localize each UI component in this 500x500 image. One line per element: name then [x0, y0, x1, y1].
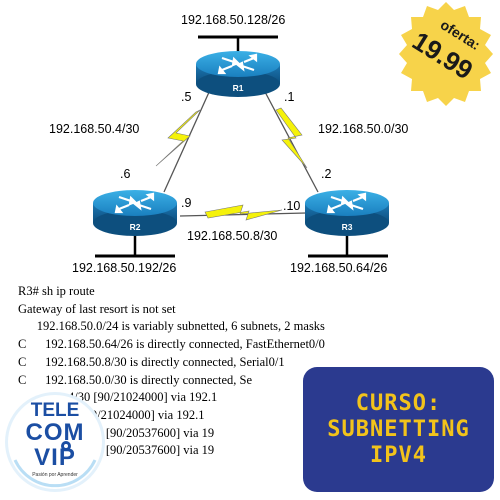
interface-label-r2-r3: .9 — [181, 196, 192, 210]
interface-label-r3-r1: .2 — [321, 167, 332, 181]
network-label-r1-lan: 192.168.50.128/26 — [181, 13, 286, 27]
router-r2-label: R2 — [130, 222, 141, 232]
router-r3-icon — [305, 190, 389, 236]
interface-label-r3-r2: .10 — [283, 199, 301, 213]
cli-line: C 192.168.50.64/26 is directly connected… — [18, 337, 325, 352]
lan-bus-r2 — [95, 233, 175, 258]
promo-line-3: IPV4 — [370, 442, 427, 468]
routing-table-output: R3# sh ip route Gateway of last resort i… — [18, 283, 325, 460]
network-label-r1-r3: 192.168.50.0/30 — [318, 122, 409, 136]
interface-label-r1-r2: .5 — [181, 90, 192, 104]
interface-label-r1-r3: .1 — [284, 90, 295, 104]
network-label-r3-lan: 192.168.50.64/26 — [290, 261, 388, 275]
cli-line: C 192.168.50.0/30 is directly connected,… — [18, 372, 252, 387]
router-r1-icon — [196, 51, 280, 97]
course-promo-box[interactable]: CURSO: SUBNETTING IPV4 — [303, 367, 494, 492]
price-badge: oferta: 19.99 — [392, 0, 500, 108]
lan-bus-r3 — [308, 233, 388, 258]
router-r1-label: R1 — [233, 83, 244, 93]
cli-line: C 192.168.50.8/30 is directly connected,… — [18, 354, 285, 369]
cli-line: 192.168.50.0/24 is variably subnetted, 6… — [18, 319, 325, 334]
logo-circle — [5, 392, 105, 492]
interface-label-r2-r1: .6 — [120, 167, 131, 181]
network-label-r2-lan: 192.168.50.192/26 — [72, 261, 177, 275]
logo-tagline: Pasión por Aprender — [32, 472, 78, 478]
serial-link-r1-r2 — [155, 89, 211, 193]
cli-line: .4/30 [90/21024000] via 192.1 — [18, 390, 218, 405]
router-r2-icon — [93, 190, 177, 236]
badge-starburst: oferta: 19.99 — [399, 2, 493, 106]
logo-line-3: VIP — [34, 444, 76, 471]
serial-link-r2-r3 — [179, 204, 307, 221]
router-r3-label: R3 — [342, 222, 353, 232]
network-label-r1-r2: 192.168.50.4/30 — [49, 122, 140, 136]
cli-line: R3# sh ip route — [18, 284, 95, 298]
promo-line-2: SUBNETTING — [327, 416, 470, 442]
network-diagram: R1 R2 R3 192.168.50.128/26 192.168.50.4/… — [49, 13, 409, 275]
promo-line-1: CURSO: — [355, 390, 442, 416]
telecom-vip-logo: TELE COM VIP Pasión por Aprender — [3, 390, 107, 494]
logo-line-2: COM — [25, 419, 85, 446]
network-label-r2-r3: 192.168.50.8/30 — [187, 229, 278, 243]
cli-line: Gateway of last resort is not set — [18, 301, 176, 316]
logo-line-1: TELE — [30, 400, 80, 421]
serial-link-r1-r3 — [263, 89, 319, 193]
topology-drawing: R1 R2 R3 — [93, 35, 389, 258]
